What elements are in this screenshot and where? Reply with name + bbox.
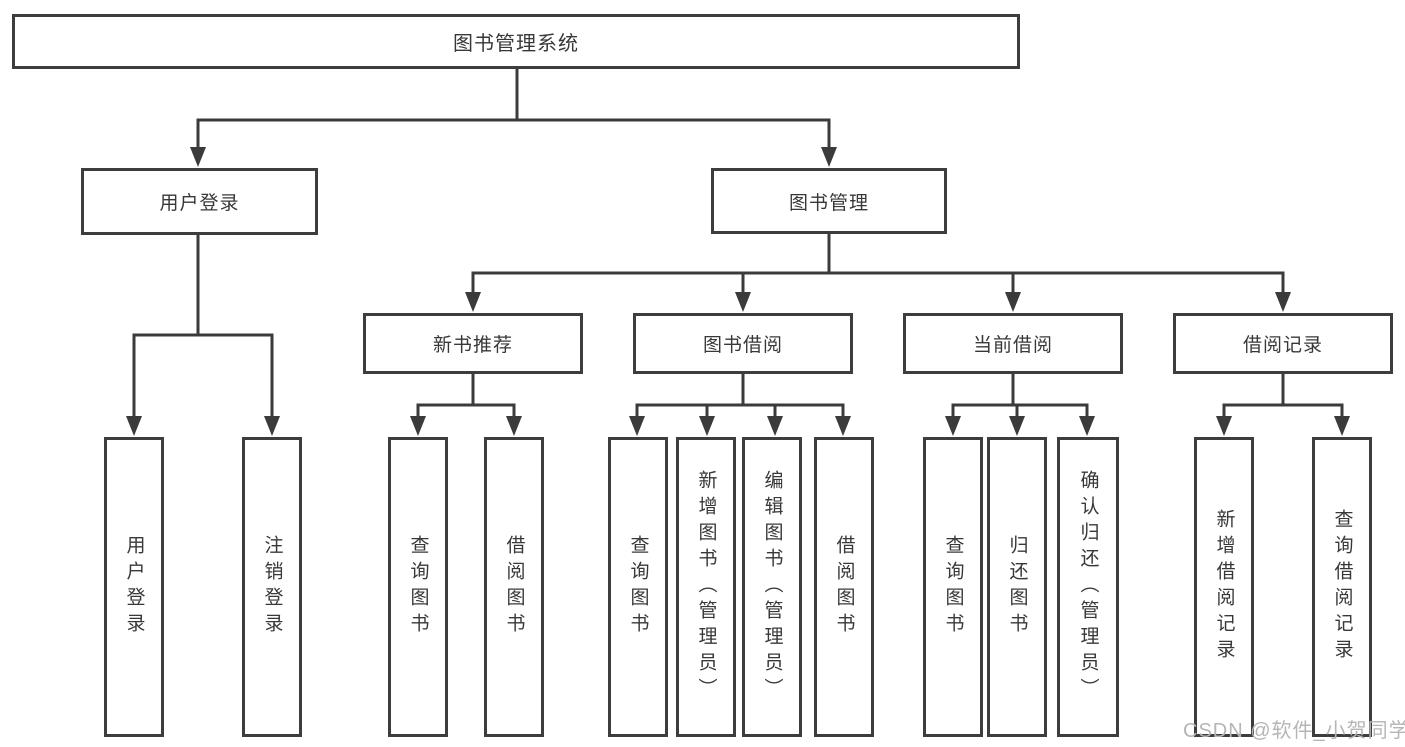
node-label: 图书借阅 bbox=[702, 335, 783, 356]
leaf-label: 用户登录 bbox=[123, 535, 145, 639]
leaf-borrow-book: 借阅图书 bbox=[814, 437, 874, 737]
node-label: 借阅记录 bbox=[1242, 335, 1323, 356]
leaf-label: 注销登录 bbox=[261, 535, 283, 639]
leaf-label: 查询图书 bbox=[942, 535, 964, 639]
leaf-return-book: 归还图书 bbox=[987, 437, 1047, 737]
node-current-borrow: 当前借阅 bbox=[903, 313, 1123, 374]
leaf-label: 新增借阅记录 bbox=[1213, 509, 1235, 665]
leaf-label: 查询借阅记录 bbox=[1331, 509, 1353, 665]
node-book-management: 图书管理 bbox=[711, 168, 947, 234]
leaf-label: 借阅图书 bbox=[833, 535, 855, 639]
leaf-label: 借阅图书 bbox=[503, 535, 525, 639]
leaf-label: 新增图书（管理员） bbox=[695, 470, 717, 704]
node-book-borrow: 图书借阅 bbox=[633, 313, 853, 374]
node-label: 用户登录 bbox=[159, 193, 240, 214]
node-label: 图书管理系统 bbox=[453, 33, 579, 55]
leaf-label: 确认归还（管理员） bbox=[1077, 470, 1099, 704]
leaf-label: 归还图书 bbox=[1006, 535, 1028, 639]
leaf-logout: 注销登录 bbox=[242, 437, 302, 737]
node-label: 图书管理 bbox=[788, 192, 869, 214]
leaf-query-book-borrow: 查询图书 bbox=[608, 437, 668, 737]
leaf-label: 查询图书 bbox=[407, 535, 429, 639]
arrowheads bbox=[126, 147, 1350, 436]
csdn-watermark: CSDN @软件_小贺同学 bbox=[1183, 720, 1405, 742]
leaf-label: 编辑图书（管理员） bbox=[761, 470, 783, 704]
leaf-add-book-admin: 新增图书（管理员） bbox=[676, 437, 736, 737]
leaf-edit-book-admin: 编辑图书（管理员） bbox=[742, 437, 802, 737]
leaf-confirm-return-admin: 确认归还（管理员） bbox=[1057, 437, 1119, 737]
leaf-query-borrow-record: 查询借阅记录 bbox=[1312, 437, 1372, 737]
leaf-query-book-current: 查询图书 bbox=[923, 437, 983, 737]
leaf-add-borrow-record: 新增借阅记录 bbox=[1194, 437, 1254, 737]
node-label: 新书推荐 bbox=[432, 335, 513, 356]
leaf-borrow-book-recommend: 借阅图书 bbox=[484, 437, 544, 737]
node-user-login: 用户登录 bbox=[81, 168, 318, 235]
leaf-label: 查询图书 bbox=[627, 535, 649, 639]
leaf-query-book-recommend: 查询图书 bbox=[388, 437, 448, 737]
leaf-user-login: 用户登录 bbox=[104, 437, 164, 737]
node-new-book-recommend: 新书推荐 bbox=[363, 313, 583, 374]
node-library-management-system: 图书管理系统 bbox=[12, 14, 1020, 69]
node-borrow-records: 借阅记录 bbox=[1173, 313, 1393, 374]
node-label: 当前借阅 bbox=[972, 335, 1053, 356]
